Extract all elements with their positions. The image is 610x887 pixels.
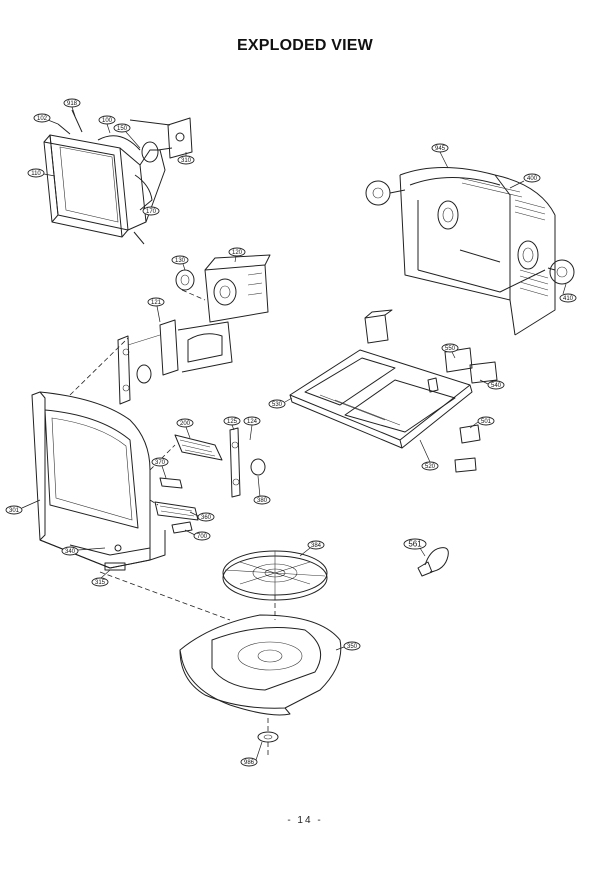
callout-100: 100 bbox=[98, 115, 116, 134]
svg-text:315: 315 bbox=[95, 580, 106, 586]
svg-text:410: 410 bbox=[563, 296, 574, 302]
svg-text:350: 350 bbox=[347, 644, 358, 650]
callout-170: 170 bbox=[142, 206, 160, 216]
callout-400: 400 bbox=[509, 173, 541, 189]
svg-text:384: 384 bbox=[311, 543, 322, 549]
control-boards bbox=[154, 427, 266, 534]
svg-text:124: 124 bbox=[247, 419, 258, 425]
svg-text:520: 520 bbox=[425, 464, 436, 470]
svg-text:170: 170 bbox=[146, 209, 157, 215]
callout-700: 700 bbox=[184, 529, 211, 541]
callout-150: 150 bbox=[113, 123, 141, 149]
svg-text:501: 501 bbox=[481, 419, 492, 425]
speaker-box-upper bbox=[175, 254, 271, 323]
svg-text:530: 530 bbox=[272, 402, 283, 408]
stand-base bbox=[179, 614, 342, 743]
callout-561: 561 bbox=[403, 538, 427, 557]
callout-130: 130 bbox=[171, 255, 189, 271]
callout-121: 121 bbox=[147, 297, 165, 323]
callout-124: 124 bbox=[243, 416, 261, 441]
callout-120: 120 bbox=[228, 247, 246, 263]
svg-text:540: 540 bbox=[491, 383, 502, 389]
picture-tube-assembly bbox=[43, 109, 193, 245]
svg-text:945: 945 bbox=[435, 146, 446, 152]
svg-text:986: 986 bbox=[244, 760, 255, 766]
svg-text:120: 120 bbox=[232, 250, 243, 256]
svg-text:102: 102 bbox=[37, 116, 48, 122]
svg-text:918: 918 bbox=[67, 101, 78, 107]
callout-301: 301 bbox=[5, 499, 41, 515]
svg-text:380: 380 bbox=[257, 498, 268, 504]
callout-384: 384 bbox=[299, 540, 325, 557]
callout-550: 550 bbox=[441, 343, 459, 359]
svg-text:360: 360 bbox=[201, 515, 212, 521]
callout-410: 410 bbox=[559, 283, 577, 303]
callout-501: 501 bbox=[469, 416, 495, 429]
svg-text:400: 400 bbox=[527, 176, 538, 182]
callout-520: 520 bbox=[419, 439, 439, 471]
callout-945: 945 bbox=[431, 143, 449, 169]
callout-540: 540 bbox=[479, 379, 505, 390]
callout-310: 310 bbox=[177, 152, 195, 165]
callout-102: 102 bbox=[33, 113, 59, 125]
svg-text:200: 200 bbox=[180, 421, 191, 427]
callout-986: 986 bbox=[240, 741, 263, 767]
front-cabinet bbox=[31, 391, 166, 571]
assembly-lines bbox=[69, 289, 276, 755]
svg-text:125: 125 bbox=[227, 419, 238, 425]
svg-text:340: 340 bbox=[65, 549, 76, 555]
svg-text:310: 310 bbox=[181, 158, 192, 164]
svg-text:121: 121 bbox=[151, 300, 162, 306]
callout-315: 315 bbox=[91, 569, 111, 587]
svg-text:561: 561 bbox=[408, 540, 422, 549]
callout-350: 350 bbox=[335, 641, 361, 651]
svg-text:100: 100 bbox=[102, 118, 113, 124]
callout-360: 360 bbox=[189, 511, 215, 522]
callout-380: 380 bbox=[253, 475, 271, 505]
callout-918: 918 bbox=[63, 98, 81, 117]
callout-530: 530 bbox=[268, 397, 293, 409]
page-number: - 14 - bbox=[287, 815, 323, 826]
main-chassis bbox=[289, 309, 498, 473]
svg-text:130: 130 bbox=[175, 258, 186, 264]
callout-370: 370 bbox=[151, 457, 169, 479]
svg-text:301: 301 bbox=[9, 508, 20, 514]
svg-text:150: 150 bbox=[117, 126, 128, 132]
callout-200: 200 bbox=[176, 418, 194, 439]
page-title: EXPLODED VIEW bbox=[237, 37, 373, 54]
svg-text:370: 370 bbox=[155, 460, 166, 466]
callout-125: 125 bbox=[223, 416, 241, 431]
power-cord bbox=[417, 547, 449, 577]
callout-340: 340 bbox=[61, 546, 106, 556]
speaker-bracket-assembly bbox=[117, 319, 233, 405]
svg-text:700: 700 bbox=[197, 534, 208, 540]
back-cover-assembly bbox=[365, 167, 575, 336]
svg-text:550: 550 bbox=[445, 346, 456, 352]
svg-text:110: 110 bbox=[31, 171, 41, 177]
callout-110: 110 bbox=[27, 168, 56, 178]
swivel-plate bbox=[222, 550, 328, 601]
